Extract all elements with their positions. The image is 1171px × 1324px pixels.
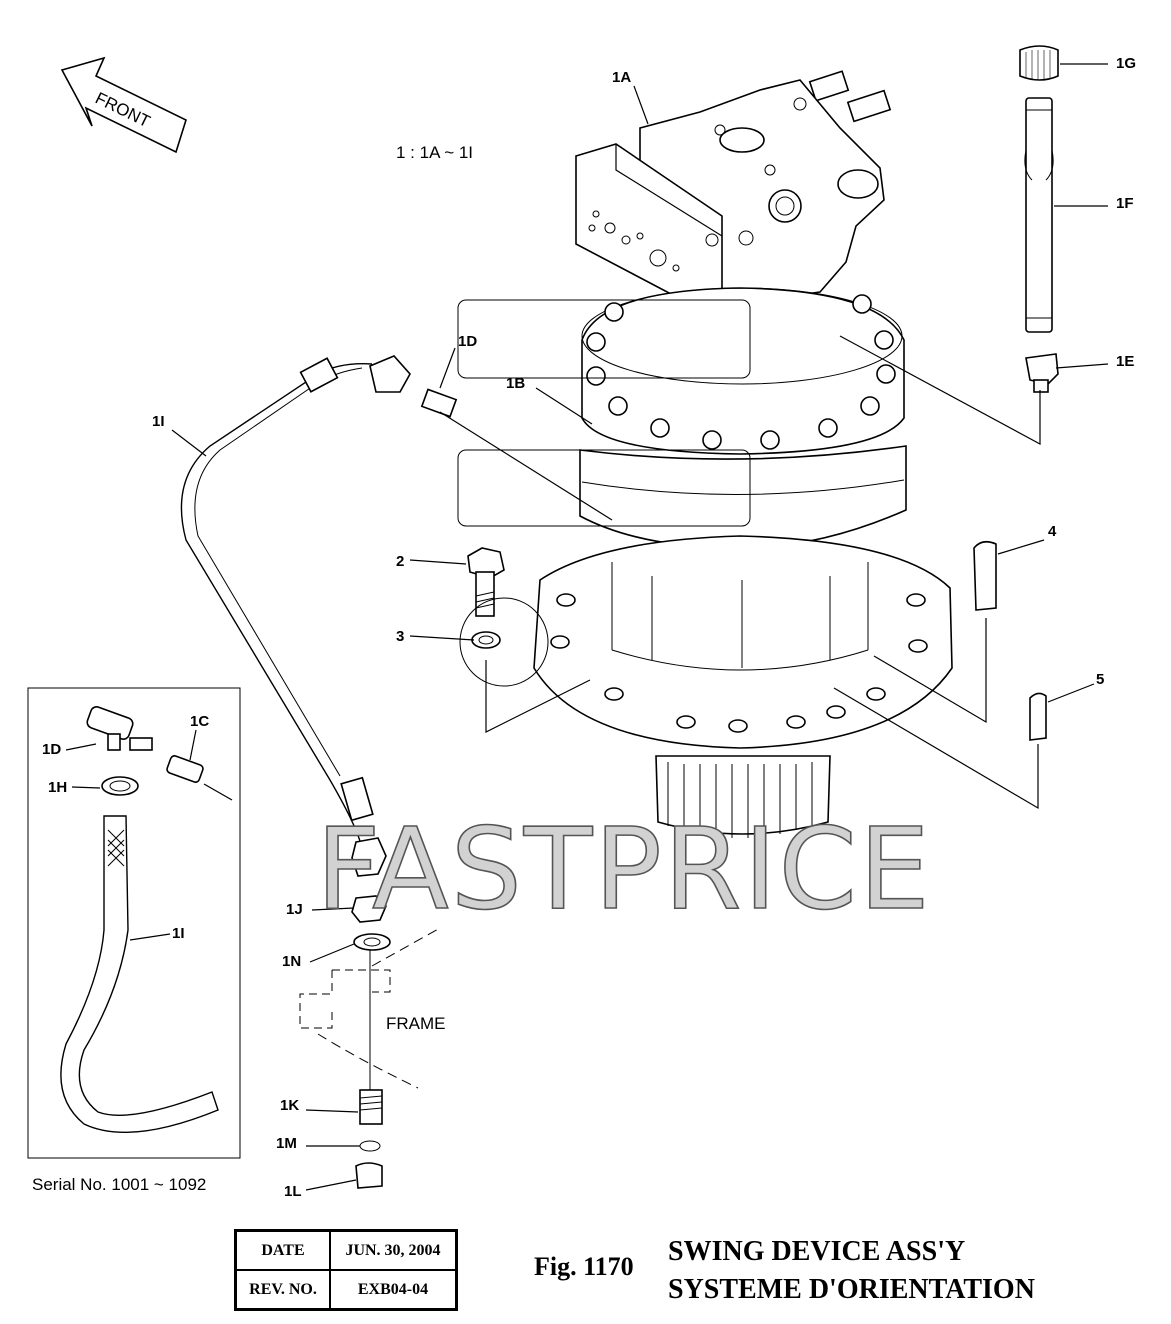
label-1m: 1M (276, 1135, 297, 1152)
inset-frame (27, 687, 241, 1159)
inset-label-1d: 1D (42, 741, 61, 758)
label-1b: 1B (506, 375, 525, 392)
label-1a: 1A (612, 69, 631, 86)
label-1g: 1G (1116, 55, 1136, 72)
inset-label-1i: 1I (172, 925, 185, 942)
label-5: 5 (1096, 671, 1104, 688)
reduction-gear-1b (457, 287, 953, 838)
label-1k: 1K (280, 1097, 299, 1114)
label-1e: 1E (1116, 353, 1134, 370)
label-1n: 1N (282, 953, 301, 970)
label-1j: 1J (286, 901, 303, 918)
label-1f: 1F (1116, 195, 1134, 212)
label-1d: 1D (458, 333, 477, 350)
label-3: 3 (396, 628, 404, 645)
figure-number: Fig. 1170 (534, 1252, 634, 1281)
label-2: 2 (396, 553, 404, 570)
date-value: JUN. 30, 2004 (329, 1229, 458, 1271)
label-1i: 1I (152, 413, 165, 430)
label-4: 4 (1048, 523, 1057, 540)
flange-bolts (586, 294, 896, 450)
watermark: FASTPRICE (316, 805, 932, 935)
leader-lines (171, 63, 1109, 1191)
label-1l: 1L (284, 1183, 302, 1200)
assembly-note: 1 : 1A ~ 1I (396, 143, 473, 162)
washer-3 (459, 597, 549, 687)
serial-inset: 1D 1C 1H 1I Serial No. 1001 ~ 1092 (27, 687, 241, 1194)
frame-outline (299, 927, 441, 1090)
date-label: DATE (234, 1229, 331, 1271)
revision-row-date: DATE JUN. 30, 2004 (234, 1229, 458, 1271)
frame-label: FRAME (386, 1014, 446, 1033)
drain-hose-1i (180, 355, 458, 1189)
inset-label-1c: 1C (190, 713, 209, 730)
level-gauge-parts (1019, 45, 1059, 393)
pin-5 (1029, 692, 1047, 741)
revision-row-rev: REV. NO. EXB04-04 (234, 1269, 458, 1311)
figure-title-fr: SYSTEME D'ORIENTATION (668, 1274, 1035, 1305)
mounting-holes (550, 593, 928, 733)
inset-label-1h: 1H (48, 779, 67, 796)
rev-value: EXB04-04 (329, 1269, 458, 1311)
rev-label: REV. NO. (234, 1269, 331, 1311)
front-arrow-icon: FRONT (60, 56, 187, 154)
revision-table: DATE JUN. 30, 2004 REV. NO. EXB04-04 (234, 1229, 458, 1311)
pin-4 (973, 540, 997, 611)
figure-title: SWING DEVICE ASS'Y SYSTEME D'ORIENTATION (668, 1233, 1035, 1309)
pinion-gear (655, 755, 831, 838)
figure-title-en: SWING DEVICE ASS'Y (668, 1236, 966, 1267)
swing-motor-1a (575, 70, 892, 307)
bolt-2 (467, 547, 505, 617)
serial-note: Serial No. 1001 ~ 1092 (32, 1175, 206, 1194)
